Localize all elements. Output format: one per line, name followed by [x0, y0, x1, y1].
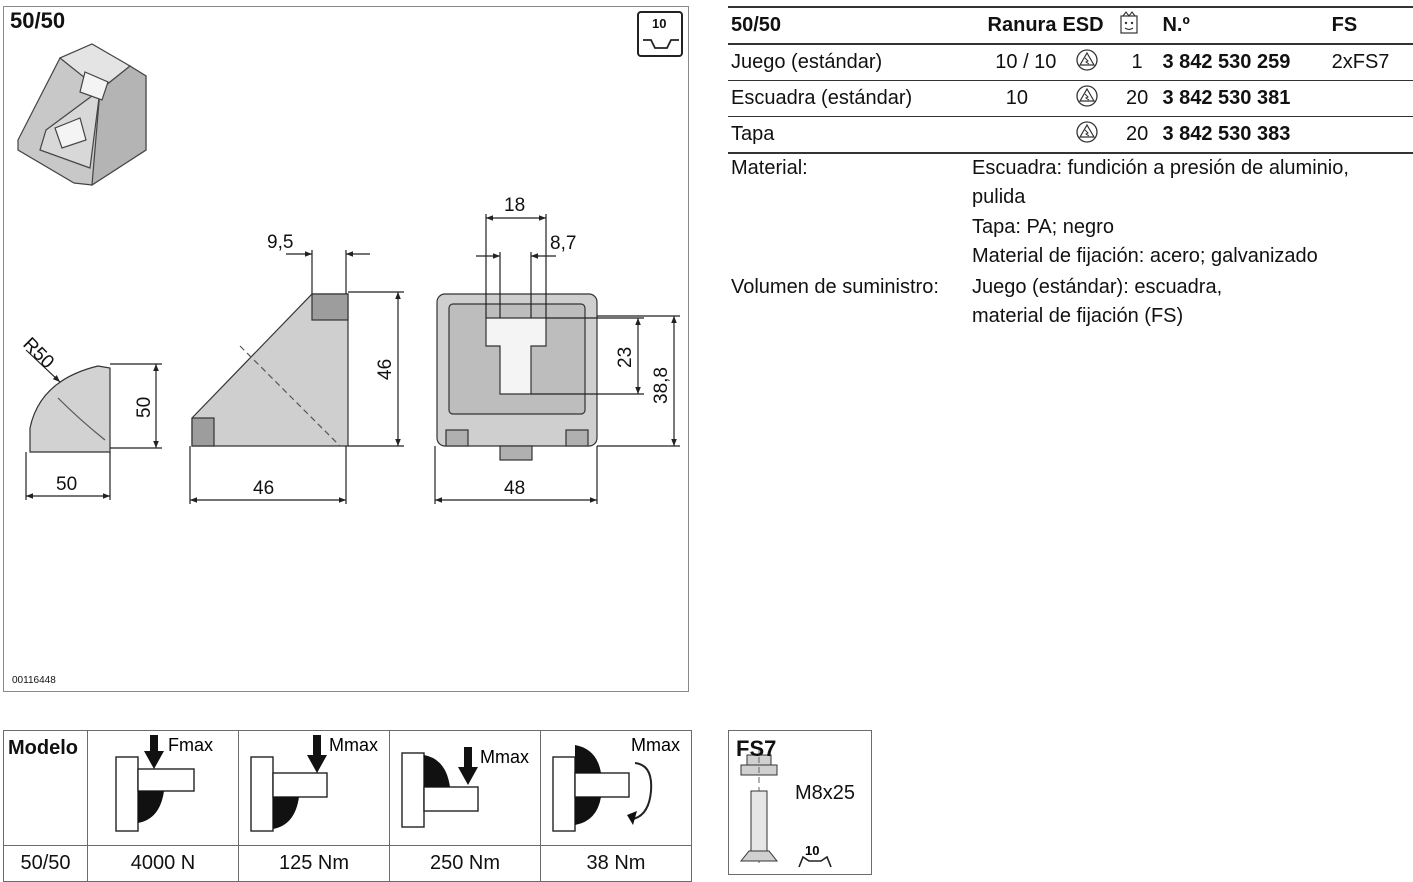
- load-value-row: 50/50 4000 N 125 Nm 250 Nm 38 Nm: [3, 845, 692, 882]
- fastener-icon: 10: [739, 747, 832, 868]
- moment-load-icon: Mmax: [250, 735, 378, 832]
- load-moment-cell: Mmax: [238, 730, 390, 846]
- icon-label: Mmax: [480, 747, 529, 767]
- material-label: Material:: [731, 157, 808, 179]
- row-ranura: 10 / 10: [974, 44, 1060, 81]
- isometric-view: [17, 43, 147, 187]
- row-name: Juego (estándar): [728, 44, 975, 81]
- spec-row: Juego (estándar) 10 / 10 1 3 842 530 259…: [728, 44, 1413, 81]
- row-ranura: [974, 116, 1060, 154]
- row-number: 3 842 530 383: [1159, 116, 1329, 154]
- spec-table: 50/50 Ranura ESD N.º FS Juego (estándar)…: [728, 6, 1413, 154]
- dim-width-side: 46: [253, 478, 274, 499]
- row-qty: 20: [1114, 80, 1160, 117]
- torsion-load-icon: Mmax: [552, 735, 680, 832]
- esd-icon-cell: [1059, 80, 1115, 117]
- esd-icon: [1076, 120, 1098, 143]
- fastener-size: M8x25: [795, 782, 856, 804]
- dim-slot-depth: 23: [615, 347, 636, 368]
- supply-line: material de fijación (FS): [972, 305, 1184, 328]
- model-value: 50/50: [3, 845, 88, 882]
- icon-label: Mmax: [631, 735, 680, 755]
- row-qty: 1: [1114, 44, 1160, 81]
- col-ranura: Ranura: [974, 6, 1060, 45]
- dim-slot-width: 8,7: [550, 233, 576, 254]
- drawing-title: 50/50: [10, 8, 66, 33]
- spec-row: Tapa 20 3 842 530 383: [728, 116, 1413, 154]
- row-fs: [1328, 80, 1413, 117]
- load-moment-cell: Mmax: [389, 730, 541, 846]
- fastener-title: FS7: [736, 736, 777, 761]
- dim-radius: R50: [18, 334, 57, 373]
- esd-icon-cell: [1059, 44, 1115, 81]
- col-number: N.º: [1159, 6, 1329, 45]
- row-qty: 20: [1114, 116, 1160, 154]
- material-block: Material: Escuadra: fundición a presión …: [731, 154, 1412, 332]
- spec-header-row: 50/50 Ranura ESD N.º FS: [728, 6, 1413, 45]
- model-label: Modelo: [8, 737, 78, 759]
- row-fs: [1328, 116, 1413, 154]
- model-header-cell: Modelo: [3, 730, 88, 846]
- force-load-icon: Fmax: [115, 735, 213, 832]
- row-ranura: 10: [974, 80, 1060, 117]
- load-value: 4000 N: [87, 845, 239, 882]
- load-value: 250 Nm: [389, 845, 541, 882]
- row-name: Tapa: [728, 116, 975, 154]
- moment-load-icon: Mmax: [401, 747, 529, 828]
- supply-label: Volumen de suministro:: [731, 276, 939, 299]
- col-packaging: [1114, 6, 1160, 45]
- dim-width-front: 48: [504, 478, 525, 499]
- dim-width-top: 18: [504, 195, 525, 216]
- load-value: 38 Nm: [540, 845, 692, 882]
- drawing-number: 00116448: [12, 675, 56, 686]
- icon-label: Fmax: [168, 735, 213, 755]
- slot-badge-label: 10: [652, 16, 667, 31]
- row-number: 3 842 530 259: [1159, 44, 1329, 81]
- drawing-panel: [3, 6, 689, 692]
- esd-icon: [1076, 84, 1098, 107]
- material-line: Escuadra: fundición a presión de alumini…: [972, 157, 1349, 179]
- spec-row: Escuadra (estándar) 10 20 3 842 530 381: [728, 80, 1413, 117]
- col-fs: FS: [1328, 6, 1413, 45]
- fastener-box: 10: [728, 730, 872, 875]
- icon-label: Mmax: [329, 735, 378, 755]
- load-header-row: Modelo Fmax Mmax: [3, 730, 692, 846]
- row-name: Escuadra (estándar): [728, 80, 975, 117]
- load-force-cell: Fmax: [87, 730, 239, 846]
- row-number: 3 842 530 381: [1159, 80, 1329, 117]
- esd-icon: [1076, 48, 1098, 71]
- material-line: pulida: [972, 186, 1026, 209]
- load-table: Modelo Fmax Mmax: [3, 730, 692, 882]
- slot-badge: 10: [637, 11, 683, 57]
- esd-icon-cell: [1059, 116, 1115, 154]
- slot-icon: [643, 39, 679, 49]
- load-torsion-cell: Mmax: [540, 730, 692, 846]
- material-line: Material de fijación: acero; galvanizado: [972, 244, 1318, 267]
- technical-drawing: R50 50 50 9,5 46 46 18 8,7 23 38,8 48: [17, 39, 680, 504]
- dim-width-left: 50: [56, 474, 77, 495]
- dim-offset-top: 9,5: [267, 232, 293, 253]
- radius-view: [25, 349, 162, 500]
- col-model: 50/50: [728, 6, 975, 45]
- dim-height-front: 38,8: [651, 367, 672, 404]
- package-icon: [1120, 10, 1138, 34]
- load-value: 125 Nm: [238, 845, 390, 882]
- fastener-slot-badge: 10: [805, 843, 819, 858]
- front-view: [434, 214, 680, 504]
- dim-height-left: 50: [134, 397, 155, 418]
- supply-line: Juego (estándar): escuadra,: [972, 276, 1223, 299]
- side-view: [189, 250, 404, 504]
- dim-height-side: 46: [375, 359, 396, 380]
- row-fs: 2xFS7: [1328, 44, 1413, 81]
- material-line: Tapa: PA; negro: [972, 215, 1114, 238]
- col-esd: ESD: [1059, 6, 1115, 45]
